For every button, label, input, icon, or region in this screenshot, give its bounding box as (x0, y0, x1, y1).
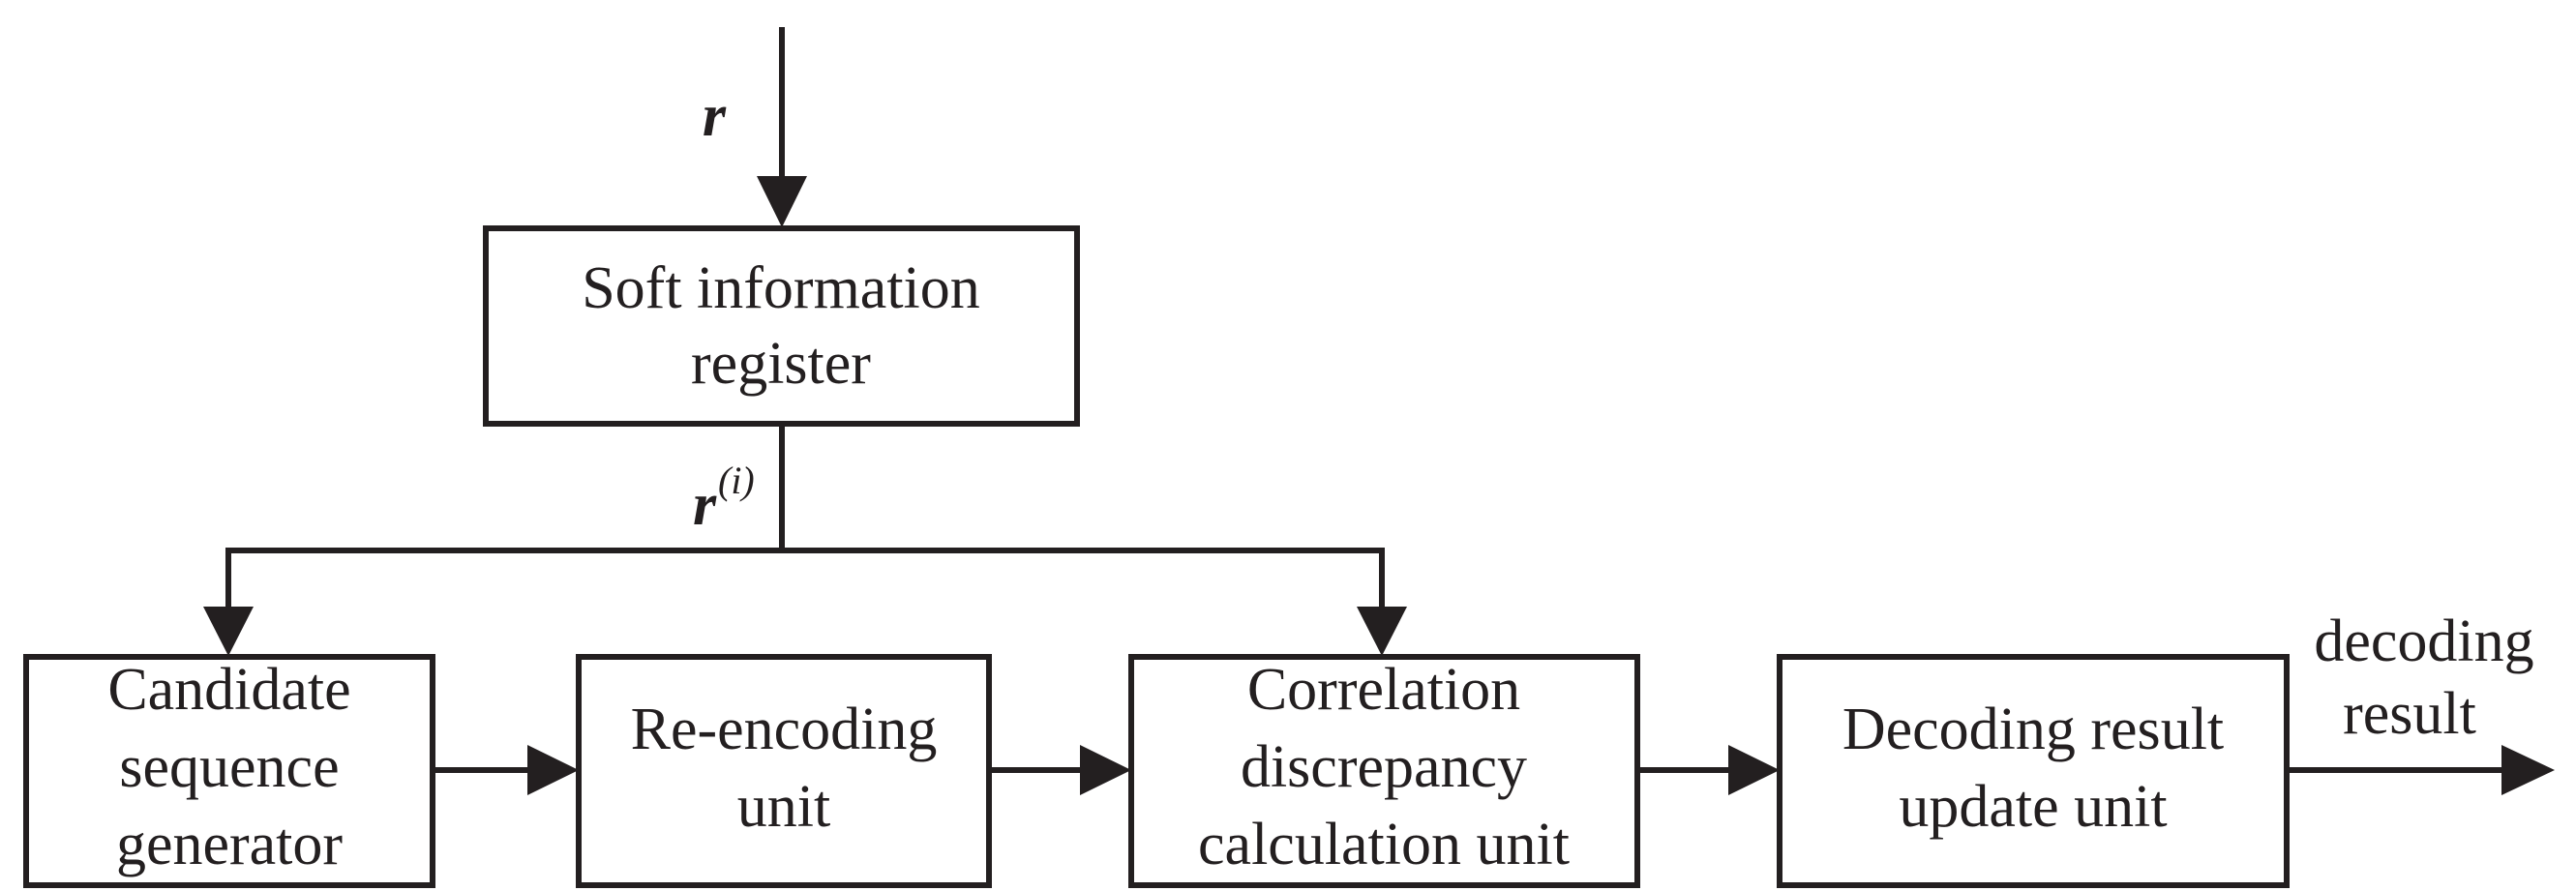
branch-wiring (203, 424, 1407, 656)
reencoding-unit-block: Re-encoding unit (576, 654, 992, 888)
input-arrow (757, 27, 807, 227)
soft-information-register-label-line1: Soft information (582, 255, 980, 321)
output-arrow (2287, 745, 2555, 795)
correlation-unit-label-line3: calculation unit (1198, 812, 1570, 877)
reencoding-unit-label-line2: unit (737, 774, 830, 840)
update-unit-label-line2: update unit (1899, 774, 2167, 840)
candidate-generator-label-line2: sequence (119, 734, 339, 800)
correlation-unit-label-line2: discrepancy (1241, 734, 1527, 800)
correlation-unit-label-line1: Correlation (1247, 657, 1520, 723)
correlation-discrepancy-unit-block: Correlation discrepancy calculation unit (1128, 654, 1640, 888)
arrow-reencoding-to-correlation (989, 745, 1131, 795)
soft-information-register-label-line2: register (691, 331, 871, 397)
reencoding-unit-label-line1: Re-encoding (631, 697, 938, 762)
arrow-candidate-to-reencoding (433, 745, 579, 795)
input-signal-label: r (703, 83, 727, 149)
output-label-line1: decoding (2314, 609, 2533, 674)
register-output-signal-label: r (693, 472, 717, 538)
decoding-result-update-unit-block: Decoding result update unit (1777, 654, 2290, 888)
soft-information-register-block: Soft information register (483, 225, 1080, 427)
candidate-sequence-generator-block: Candidate sequence generator (23, 654, 435, 888)
candidate-generator-label-line1: Candidate (107, 657, 350, 723)
candidate-generator-label-line3: generator (116, 812, 343, 877)
update-unit-label-line1: Decoding result (1842, 697, 2224, 762)
output-label-line2: result (2343, 681, 2476, 747)
arrow-correlation-to-update (1637, 745, 1780, 795)
register-output-superscript: (i) (718, 459, 755, 502)
